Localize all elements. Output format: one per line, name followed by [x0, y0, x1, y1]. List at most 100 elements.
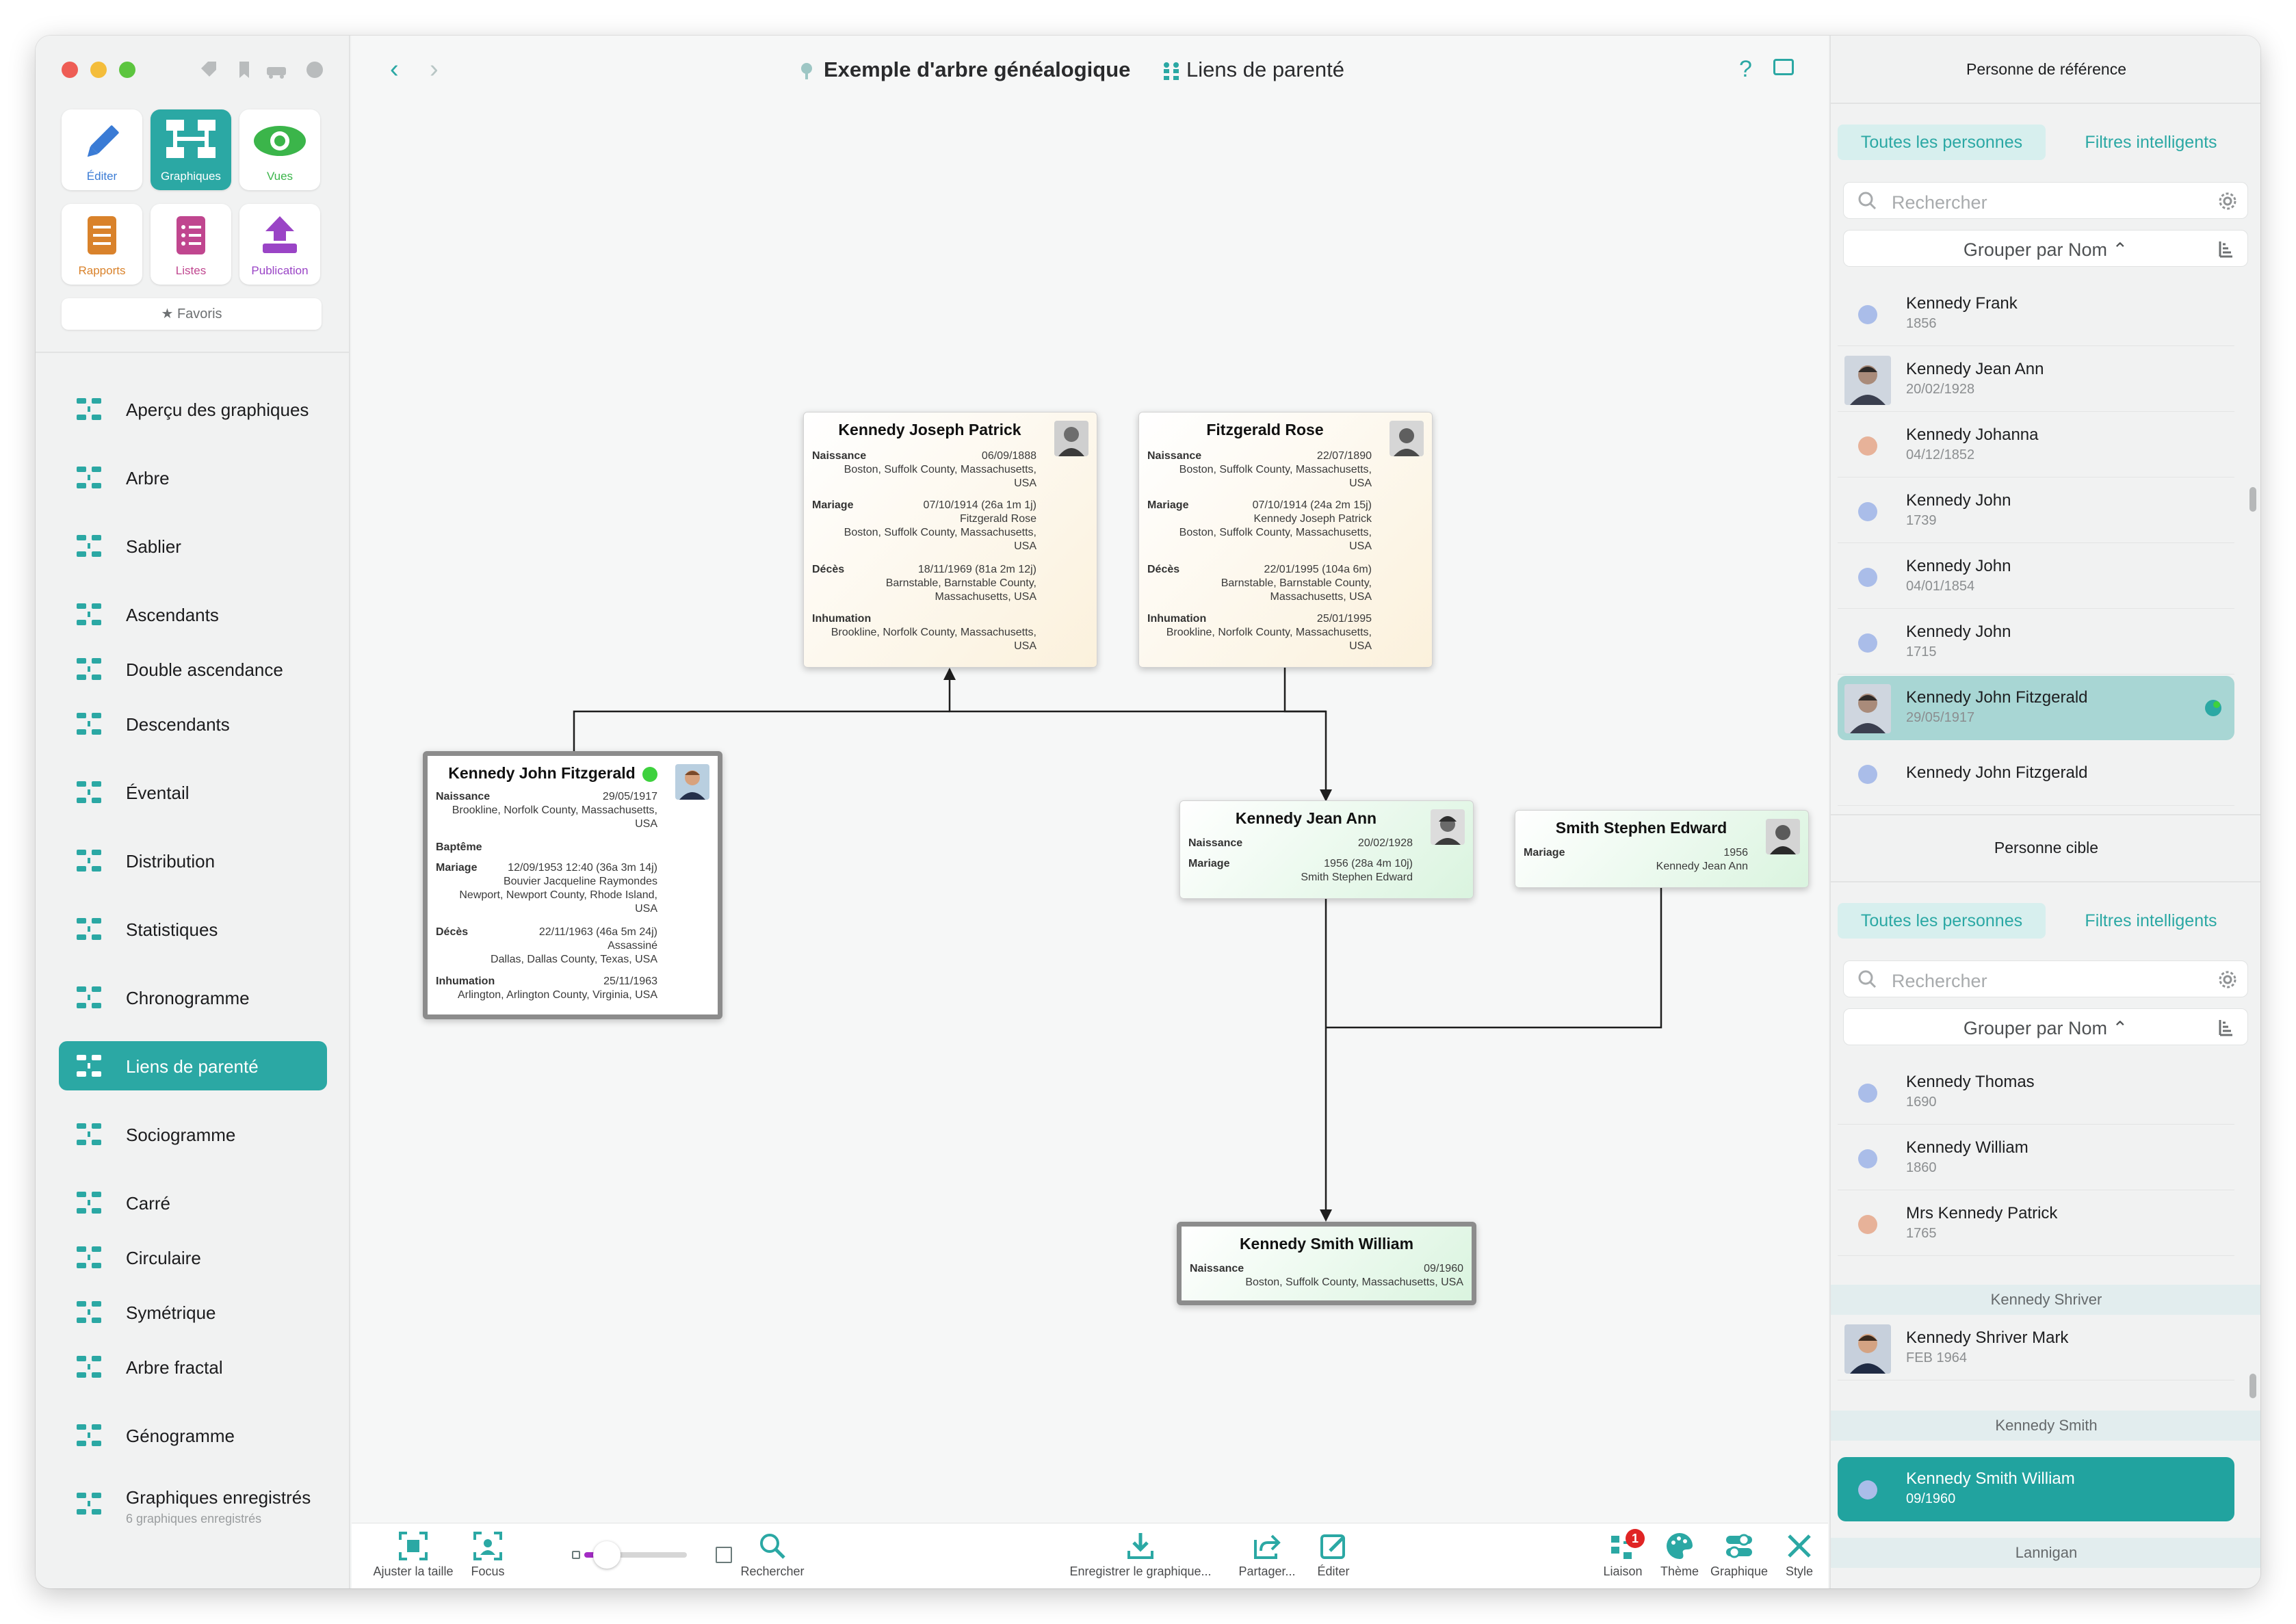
favorites-button[interactable]: ★ Favoris — [62, 298, 322, 330]
toggle-panel-button[interactable] — [1773, 59, 1794, 75]
sidebar-item-square-chart[interactable]: Carré — [59, 1178, 327, 1227]
edit-tile[interactable]: Éditer — [62, 109, 142, 190]
avatar — [1844, 356, 1891, 405]
reference-list-scrollbar[interactable] — [2249, 487, 2256, 512]
reference-search-input[interactable]: Rechercher — [1843, 182, 2248, 219]
lists-tile[interactable]: Listes — [151, 204, 231, 285]
gear-icon[interactable] — [2217, 969, 2238, 990]
target-search-input[interactable]: Rechercher — [1843, 960, 2248, 997]
sidebar-item-fan[interactable]: Éventail — [59, 768, 327, 817]
card-row-baptism: Baptême — [436, 841, 482, 853]
bar-stats-icon — [77, 918, 101, 940]
focus-button[interactable]: Focus — [464, 1530, 512, 1579]
sidebar-item-genogram[interactable]: Génogramme — [59, 1411, 327, 1460]
sidebar-item-relationship[interactable]: Liens de parenté — [59, 1041, 327, 1090]
close-window-button[interactable] — [62, 62, 78, 78]
double-ancestry-icon — [77, 658, 101, 680]
list-item[interactable]: Kennedy Shriver Mark FEB 1964 — [1838, 1316, 2234, 1380]
graph-tree-icon — [166, 120, 216, 158]
sidebar-item-symmetric-chart[interactable]: Symétrique — [59, 1287, 327, 1337]
portrait-photo — [1766, 819, 1800, 854]
sort-icon[interactable] — [2217, 239, 2235, 259]
graphs-tile[interactable]: Graphiques — [151, 109, 231, 190]
edit-tile-label: Éditer — [86, 170, 118, 183]
sidebar-item-label: Sablier — [126, 536, 181, 557]
portrait-photo — [1054, 421, 1088, 456]
theme-button[interactable]: Thème — [1656, 1530, 1704, 1579]
sidebar-item-distribution[interactable]: Distribution — [59, 836, 327, 885]
zoom-slider-knob[interactable] — [593, 1541, 621, 1569]
search-button[interactable]: Rechercher — [735, 1530, 810, 1579]
tab-smart-filters[interactable]: Filtres intelligents — [2085, 133, 2217, 152]
sidebar-item-ancestors[interactable]: Ascendants — [59, 590, 327, 639]
sidebar-item-grid-dots[interactable]: Aperçu des graphiques — [59, 384, 327, 434]
gear-icon[interactable] — [2217, 191, 2238, 211]
tab-all-persons[interactable]: Toutes les personnes — [1838, 125, 2046, 160]
person-dot — [1858, 765, 1877, 784]
sidebar-item-fractal-tree[interactable]: Arbre fractal — [59, 1342, 327, 1391]
tab-all-persons[interactable]: Toutes les personnes — [1838, 903, 2046, 939]
person-date: 1860 — [1906, 1160, 1937, 1175]
zoom-slider[interactable] — [584, 1541, 687, 1569]
back-button[interactable]: ‹ — [390, 55, 399, 83]
sidebar-item-sublabel: 6 graphiques enregistrés — [126, 1512, 262, 1525]
card-name: Kennedy Joseph Patrick — [838, 421, 1021, 438]
sidebar-item-descendants[interactable]: Descendants — [59, 699, 327, 748]
publication-tile[interactable]: Publication — [239, 204, 320, 285]
sidebar-item-tree[interactable]: Arbre — [59, 453, 327, 502]
style-button[interactable]: Style — [1779, 1530, 1820, 1579]
sidebar-item-people[interactable]: Sociogramme — [59, 1110, 327, 1159]
list-item[interactable]: Kennedy John Fitzgerald — [1838, 742, 2234, 806]
tab-smart-filters[interactable]: Filtres intelligents — [2085, 911, 2217, 930]
minimize-window-button[interactable] — [90, 62, 107, 78]
reports-tile[interactable]: Rapports — [62, 204, 142, 285]
edit-button[interactable]: Éditer — [1309, 1530, 1357, 1579]
sidebar-item-hourglass[interactable]: Sablier — [59, 521, 327, 571]
search-icon — [1858, 192, 1877, 210]
target-list-scrollbar[interactable] — [2249, 1374, 2256, 1398]
sidebar-item-circular-chart[interactable]: Circulaire — [59, 1233, 327, 1282]
help-button[interactable]: ? — [1739, 56, 1752, 82]
save-chart-button[interactable]: Enregistrer le graphique... — [1062, 1530, 1219, 1579]
fit-size-button[interactable]: Ajuster la taille — [372, 1530, 454, 1579]
share-button[interactable]: Partager... — [1233, 1530, 1301, 1579]
tag-icon — [201, 62, 216, 77]
link-button[interactable]: 1 Liaison — [1595, 1529, 1650, 1579]
sidebar-item-double-ancestry[interactable]: Double ascendance — [59, 644, 327, 694]
target-group-by-select[interactable]: Grouper par Nom ⌃ — [1843, 1008, 2248, 1045]
main-area: ‹ › Exemple d'arbre généalogique Liens d… — [352, 36, 1828, 1588]
card-name: Kennedy Smith William — [1239, 1235, 1414, 1253]
list-item-selected-target[interactable]: Kennedy Smith William 09/1960 — [1838, 1457, 2234, 1521]
views-tile[interactable]: Vues — [239, 109, 320, 190]
sort-icon[interactable] — [2217, 1017, 2235, 1038]
reference-group-by-select[interactable]: Grouper par Nom ⌃ — [1843, 230, 2248, 267]
person-name: Kennedy Johanna — [1906, 425, 2039, 444]
zoom-window-button[interactable] — [119, 62, 135, 78]
forward-button[interactable]: › — [430, 55, 439, 83]
sidebar-item-timeline[interactable]: Chronogramme — [59, 973, 327, 1022]
chart-settings-button[interactable]: Graphique — [1705, 1530, 1773, 1579]
sidebar-item-bar-stats[interactable]: Statistiques — [59, 904, 327, 954]
